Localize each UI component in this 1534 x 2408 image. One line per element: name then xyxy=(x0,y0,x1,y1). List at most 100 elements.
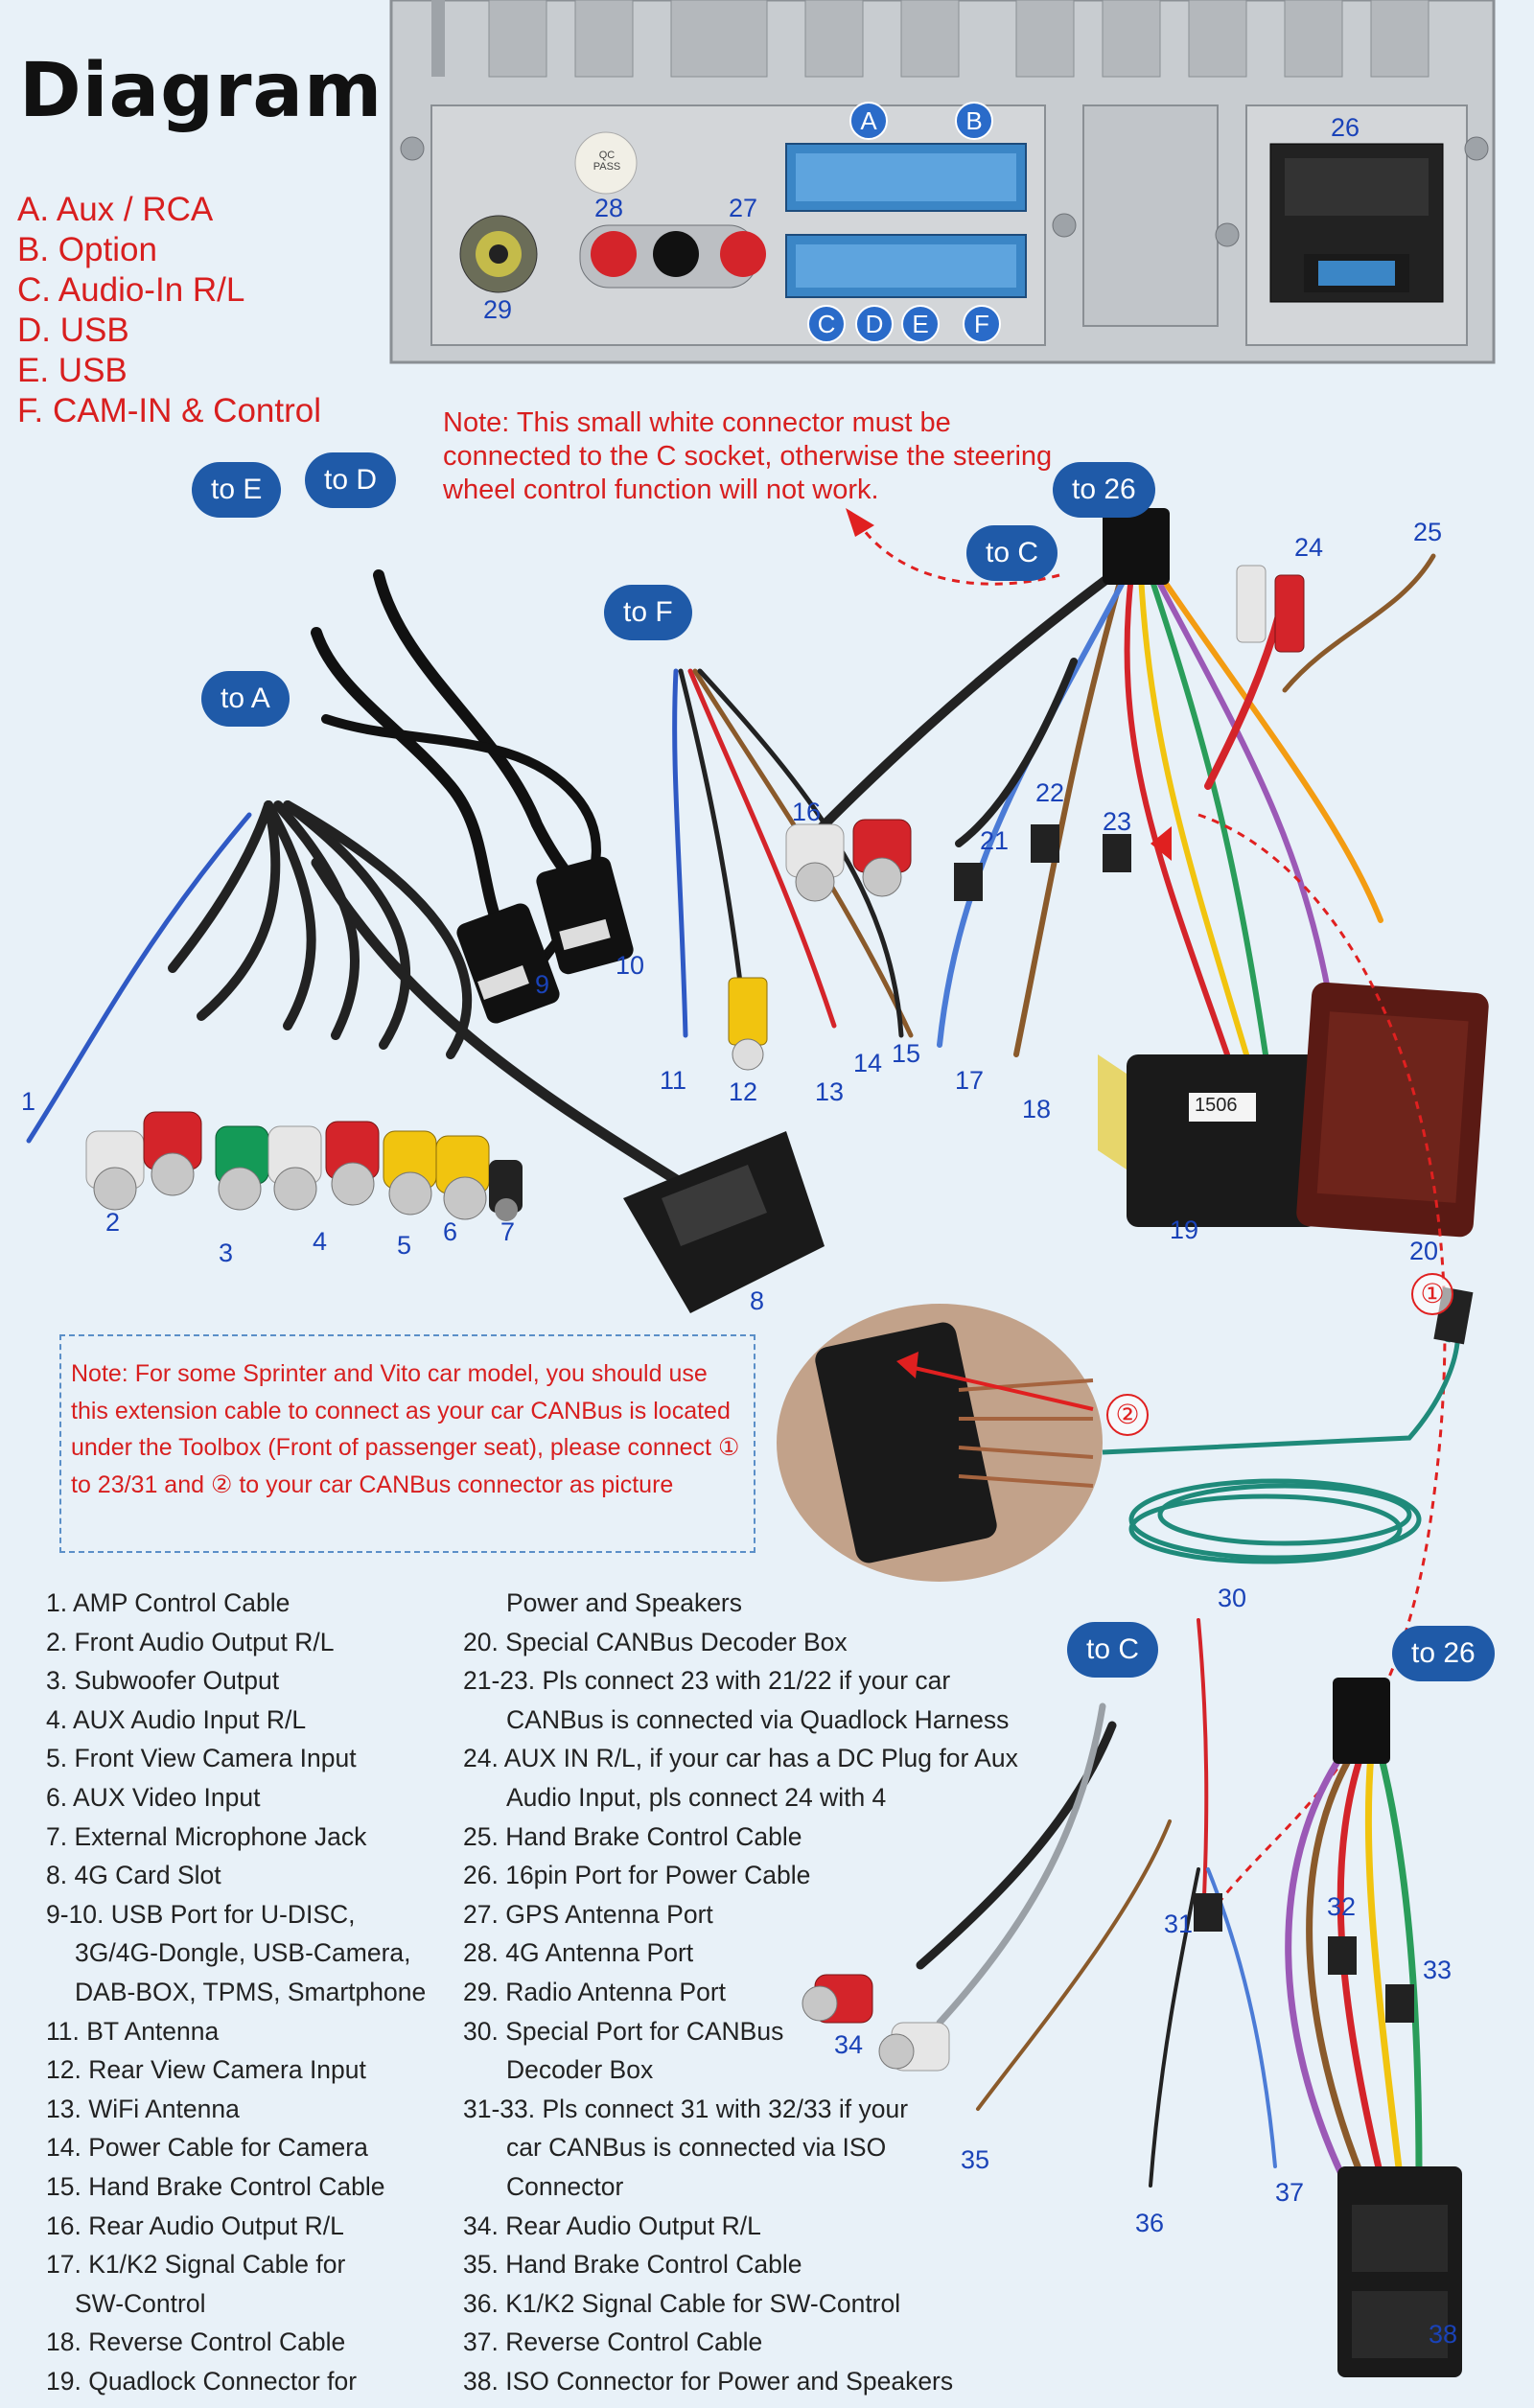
socket-label-c: C xyxy=(807,305,846,343)
list-item: Connector xyxy=(506,2171,624,2201)
4g-card-slot xyxy=(623,1131,825,1313)
list-item: CANBus is connected via Quadlock Harness xyxy=(506,1704,1010,1734)
list-item: 28. 4G Antenna Port xyxy=(463,1938,694,1968)
list-item: 27. GPS Antenna Port xyxy=(463,1899,713,1929)
list-item: 1. AMP Control Cable xyxy=(46,1588,291,1617)
port-label-27: 27 xyxy=(729,194,758,222)
callout-circle-1: ① xyxy=(1411,1273,1453,1315)
socket-label-a: A xyxy=(849,102,888,140)
list-item: 18. Reverse Control Cable xyxy=(46,2327,346,2357)
page-title: Diagram xyxy=(19,48,384,134)
list-item: 3G/4G-Dongle, USB-Camera, xyxy=(75,1938,411,1968)
list-item: 7. External Microphone Jack xyxy=(46,1821,367,1851)
socket-label-f: F xyxy=(963,305,1001,343)
socket-label-d: D xyxy=(855,305,894,343)
callout-20: 20 xyxy=(1409,1237,1439,1265)
legend-item-c: C. Audio-In R/L xyxy=(17,271,245,309)
callout-16: 16 xyxy=(792,798,822,826)
callout-6: 6 xyxy=(443,1217,458,1246)
callout-21: 21 xyxy=(980,826,1010,855)
list-item: 14. Power Cable for Camera xyxy=(46,2133,368,2163)
list-item: 35. Hand Brake Control Cable xyxy=(463,2250,802,2280)
list-item: 2. Front Audio Output R/L xyxy=(46,1627,335,1656)
list-item: 36. K1/K2 Signal Cable for SW-Control xyxy=(463,2288,901,2318)
callout-33: 33 xyxy=(1423,1956,1453,1984)
list-item: SW-Control xyxy=(75,2288,206,2318)
list-item: 25. Hand Brake Control Cable xyxy=(463,1821,802,1851)
list-item: Audio Input, pls connect 24 with 4 xyxy=(506,1782,887,1812)
legend-item-a: A. Aux / RCA xyxy=(17,191,214,228)
tag-to-f: to F xyxy=(604,585,692,640)
list-item: DAB-BOX, TPMS, Smartphone xyxy=(75,1977,427,2006)
callout-18: 18 xyxy=(1022,1095,1052,1123)
list-item: 15. Hand Brake Control Cable xyxy=(46,2171,385,2201)
description-list-right: Power and Speakers 20. Special CANBus Dec… xyxy=(463,1584,1038,2400)
callout-11: 11 xyxy=(660,1066,687,1095)
callout-13: 13 xyxy=(815,1077,845,1106)
callout-1: 1 xyxy=(21,1087,36,1116)
callout-17: 17 xyxy=(955,1066,985,1095)
list-item: 17. K1/K2 Signal Cable for xyxy=(46,2250,346,2280)
extension-cable-coil xyxy=(1102,1323,1460,1564)
list-item: 20. Special CANBus Decoder Box xyxy=(463,1627,848,1656)
callout-37: 37 xyxy=(1275,2178,1305,2207)
port-label-26: 26 xyxy=(1331,113,1360,142)
callout-2: 2 xyxy=(105,1208,121,1237)
qc-pass-sticker: QC PASS xyxy=(593,150,621,173)
callout-30: 30 xyxy=(1218,1584,1247,1612)
socket-label-b: B xyxy=(955,102,993,140)
list-item: 19. Quadlock Connector for xyxy=(46,2366,358,2396)
list-item: 11. BT Antenna xyxy=(46,2016,220,2046)
list-item: 29. Radio Antenna Port xyxy=(463,1977,727,2006)
callout-10: 10 xyxy=(616,951,645,980)
callout-12: 12 xyxy=(729,1077,758,1106)
canbus-connector-photo xyxy=(777,1304,1103,1582)
callout-9: 9 xyxy=(535,970,550,999)
callout-22: 22 xyxy=(1035,778,1065,807)
list-item: 24. AUX IN R/L, if your car has a DC Plu… xyxy=(463,1744,1018,1773)
callout-19: 19 xyxy=(1170,1216,1199,1244)
quadlock-code: 1506 xyxy=(1195,1095,1238,1116)
callout-25: 25 xyxy=(1413,518,1443,546)
tag-to-c-lower: to C xyxy=(1067,1622,1159,1678)
callout-32: 32 xyxy=(1327,1892,1357,1921)
callout-36: 36 xyxy=(1135,2209,1165,2237)
list-item: 3. Subwoofer Output xyxy=(46,1666,280,1696)
usb-ports xyxy=(456,856,634,1024)
tag-to-d: to D xyxy=(305,452,397,508)
tag-to-26-lower: to 26 xyxy=(1392,1626,1495,1681)
list-item: 8. 4G Card Slot xyxy=(46,1861,221,1890)
list-item: 30. Special Port for CANBus xyxy=(463,2016,784,2046)
callout-15: 15 xyxy=(892,1039,921,1068)
white-connector-note: Note: This small white connector must be… xyxy=(443,407,1053,505)
list-item: 13. WiFi Antenna xyxy=(46,2094,240,2123)
list-item: 9-10. USB Port for U-DISC, xyxy=(46,1899,356,1929)
socket-legend: A. Aux / RCA B. Option C. Audio-In R/L D… xyxy=(17,190,321,431)
list-item: 5. Front View Camera Input xyxy=(46,1744,357,1773)
list-item: 26. 16pin Port for Power Cable xyxy=(463,1861,811,1890)
port-label-28: 28 xyxy=(594,194,624,222)
callout-34: 34 xyxy=(834,2030,864,2059)
callout-circle-2: ② xyxy=(1106,1394,1149,1436)
list-item: Power and Speakers xyxy=(506,1588,743,1617)
rca-plugs xyxy=(85,1111,523,1221)
legend-item-f: F. CAM-IN & Control xyxy=(17,392,321,429)
list-item: 4. AUX Audio Input R/L xyxy=(46,1704,307,1734)
legend-item-e: E. USB xyxy=(17,352,128,389)
legend-item-b: B. Option xyxy=(17,231,157,268)
tag-to-a: to A xyxy=(201,671,290,727)
list-item: 37. Reverse Control Cable xyxy=(463,2327,763,2357)
callout-8: 8 xyxy=(750,1286,765,1315)
list-item: 21-23. Pls connect 23 with 21/22 if your… xyxy=(463,1666,951,1696)
callout-38: 38 xyxy=(1429,2320,1458,2349)
callout-7: 7 xyxy=(500,1217,516,1246)
head-unit-back-panel xyxy=(389,0,1496,364)
tag-to-c-upper: to C xyxy=(966,525,1058,581)
port-label-29: 29 xyxy=(483,295,513,324)
list-item: car CANBus is connected via ISO xyxy=(506,2133,887,2163)
callout-14: 14 xyxy=(853,1049,883,1077)
callout-5: 5 xyxy=(397,1231,412,1260)
sprinter-vito-note: Note: For some Sprinter and Vito car mod… xyxy=(59,1334,755,1553)
list-item: 34. Rear Audio Output R/L xyxy=(463,2211,761,2240)
